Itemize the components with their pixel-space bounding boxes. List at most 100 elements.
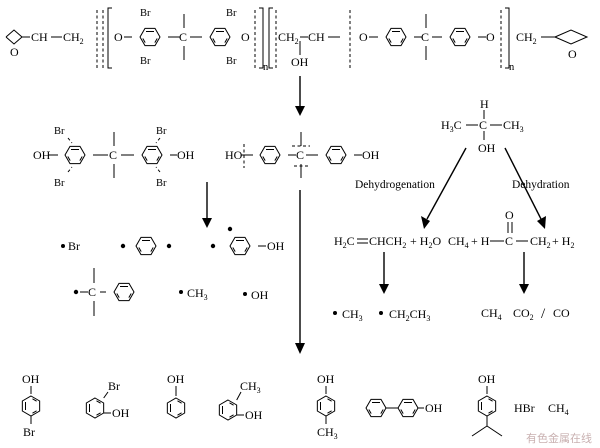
br-3: Br — [226, 8, 237, 19]
product-4-isopropylphenol: OH — [471, 372, 503, 437]
isopropanol-oh: OH — [478, 141, 496, 155]
n-subscript-1: n — [263, 62, 269, 73]
hydroxyl-radical: OH — [251, 288, 269, 302]
tbbpa-br-1: Br — [54, 126, 65, 137]
p2-br: Br — [108, 379, 120, 393]
p7-oh: OH — [478, 372, 496, 386]
ch2-label: CH2 — [63, 30, 84, 46]
co-gas: CO — [553, 306, 570, 320]
cumyl-carbon: C — [88, 285, 96, 299]
dehydrogenation-label: Dehydrogenation — [355, 179, 435, 191]
phenyl-radical — [135, 236, 157, 256]
br-2: Br — [140, 56, 151, 67]
isopropanol-h3c: H3C — [441, 118, 462, 134]
propene-equation: H2C CHCH2 + H2O — [334, 234, 441, 250]
isopropanol-c: C — [479, 118, 487, 132]
epoxide-ring-left — [5, 29, 23, 45]
product-4-bromophenol: OH Br — [21, 372, 41, 439]
final-products: OH Br Br OH OH CH3 OH — [21, 372, 569, 441]
isopropanol: H H3C C CH3 OH — [441, 97, 524, 155]
hydroxyl-label: OH — [291, 55, 309, 69]
bpa-ring-left — [259, 145, 281, 165]
bracket-right-2 — [505, 7, 510, 69]
watermark: 有色金属在线 — [526, 431, 592, 445]
gas-slash: / — [541, 306, 546, 322]
ether-oxygen-end: O — [486, 30, 495, 44]
arrow-dehydration — [504, 147, 542, 220]
ether-oxygen: O — [114, 30, 123, 44]
acetone-plus-h: + H — [471, 234, 490, 248]
ether-oxygen-mid: O — [359, 30, 368, 44]
ch-label: CH — [31, 30, 48, 44]
tbbpa-br-2: Br — [54, 178, 65, 189]
isopropanol-h: H — [480, 97, 489, 111]
epoxide-oxygen-right: O — [568, 47, 577, 61]
tbbpa-ring-right — [141, 145, 163, 165]
br-4: Br — [226, 56, 237, 67]
tbbpa-hydroxyl-left: OH — [33, 148, 51, 162]
dehydration-label: Dehydration — [512, 179, 570, 191]
propene-chch2: CHCH2 — [369, 234, 406, 250]
ethyl-radical: CH2CH3 — [389, 307, 430, 323]
methyl-radical: CH3 — [187, 286, 208, 302]
p5-ch3: CH3 — [317, 425, 338, 441]
quaternary-carbon-2: C — [421, 30, 429, 44]
ch2-b-label: CH2 — [278, 30, 299, 46]
methane-gas: CH4 — [481, 306, 502, 322]
product-phenol: OH — [166, 372, 186, 419]
bracket-right-1 — [259, 7, 264, 69]
bpa-ring-1 — [385, 27, 407, 47]
product-2-bromophenol: Br OH — [85, 379, 130, 420]
tbbpa-hydroxyl-right: OH — [177, 148, 195, 162]
p1-br: Br — [23, 425, 35, 439]
bpa-ring-2 — [449, 27, 471, 47]
epoxide-ring-right — [554, 29, 589, 45]
methyl-radical-2: CH3 — [342, 307, 363, 323]
tbbpa-ring-left — [64, 145, 86, 165]
isopropanol-ch3: CH3 — [503, 118, 524, 134]
phenoxy-oh: OH — [267, 239, 285, 253]
radical-species: Br OH C CH3 OH — [61, 226, 285, 316]
product-p-cresol: OH CH3 — [316, 372, 338, 441]
propene-h2c: H2C — [334, 234, 355, 250]
p2-oh: OH — [112, 406, 130, 420]
ch-b-label: CH — [308, 30, 325, 44]
propene-water: + H2O — [410, 234, 441, 250]
tbbpa-central-carbon: C — [109, 148, 117, 162]
bromine-radical: Br — [68, 239, 80, 253]
bpa-hydroxyl-right: OH — [362, 148, 380, 162]
acetone-oxygen: O — [505, 208, 514, 222]
hydrogen-bromide: HBr — [514, 401, 535, 415]
bisphenol-a: HO C OH — [225, 132, 380, 178]
acetone-ch2: CH2 — [530, 234, 551, 250]
bracket-left — [107, 7, 112, 69]
product-o-cresol: CH3 OH — [218, 379, 263, 422]
acetone-h2: + H2 — [552, 234, 574, 250]
arrow-head — [295, 106, 305, 116]
co2-gas: CO2 — [513, 306, 534, 322]
bpa-hydroxyl-left: HO — [225, 148, 243, 162]
bpa-ring-right — [325, 145, 347, 165]
cumyl-radical-ring — [113, 282, 135, 302]
tbbpa-ring-2 — [209, 27, 231, 47]
ch2-c-label: CH2 — [516, 30, 537, 46]
ether-oxygen-right: O — [241, 30, 250, 44]
quaternary-carbon-1: C — [179, 30, 187, 44]
p6-oh: OH — [425, 401, 443, 415]
product-4-phenylphenol: OH — [365, 398, 443, 418]
acetone-ch4: CH4 — [448, 234, 469, 250]
tbbpa-br-3: Br — [156, 126, 167, 137]
br-1: Br — [140, 8, 151, 19]
methane-product: CH4 — [548, 401, 569, 417]
bracket-left-2 — [268, 7, 273, 69]
n-subscript-2: n — [509, 62, 515, 73]
p3-oh: OH — [167, 372, 185, 386]
tbbpa-ring-1 — [139, 27, 161, 47]
radical-dot — [61, 244, 65, 248]
tetrabromobisphenol-a: OH Br Br C Br Br OH — [33, 126, 195, 189]
tbbpa-br-4: Br — [156, 178, 167, 189]
phenoxy-radical — [229, 236, 251, 256]
acetone-equation: CH4 + H C O CH2 + H2 — [448, 208, 574, 250]
epoxide-oxygen-left: O — [10, 45, 19, 59]
